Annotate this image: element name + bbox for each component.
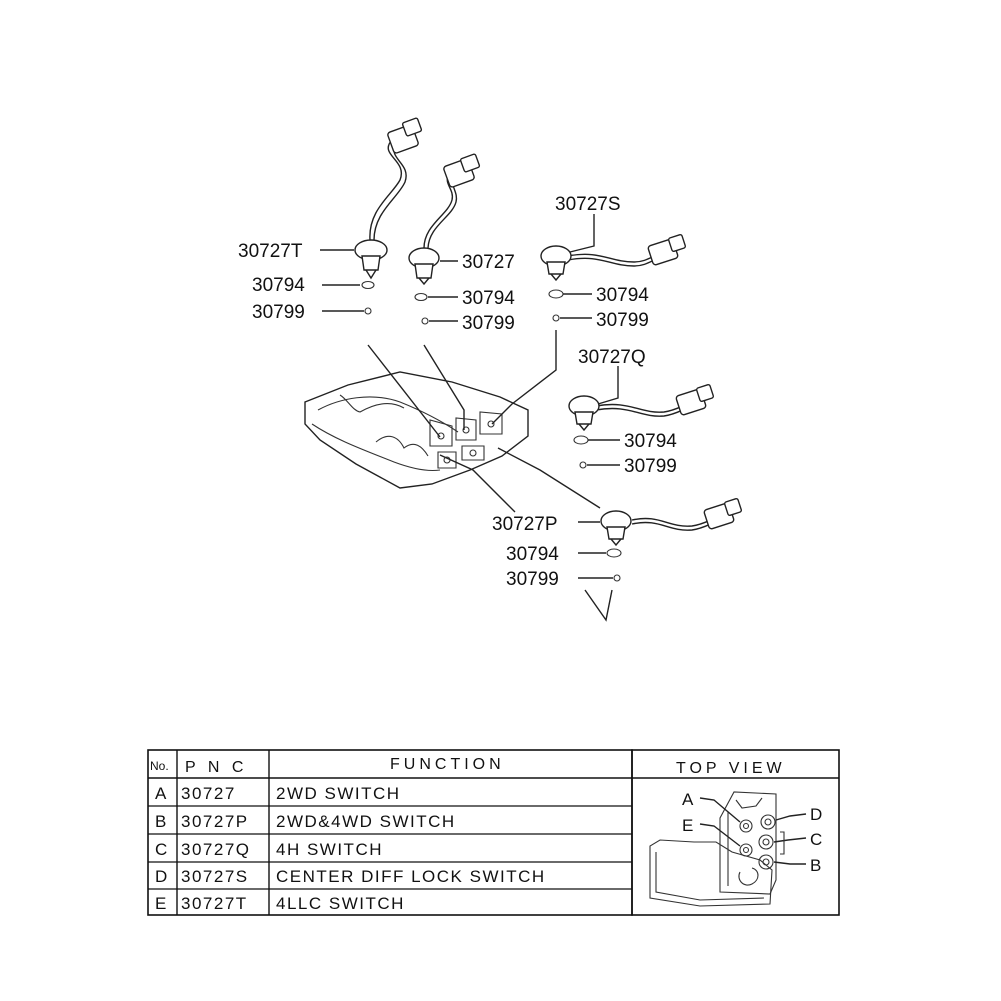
callout-30794-q: 30794 [624,431,677,452]
row-e-pnc: 30727T [181,894,248,913]
row-d-pnc: 30727S [181,867,249,886]
row-a-function: 2WD SWITCH [276,784,401,803]
top-view-label-a: A [682,790,694,809]
header-function: FUNCTION [390,756,505,773]
top-view-label-b: B [810,856,821,875]
callout-30799-a: 30799 [462,313,515,334]
row-b-no: B [155,812,168,831]
switch-30727 [408,153,481,325]
top-view-label-c: C [810,830,822,849]
row-d-function: CENTER DIFF LOCK SWITCH [276,867,546,886]
row-a-no: A [155,784,168,803]
switch-30727S [540,214,687,322]
port-b [758,854,774,870]
row-e-function: 4LLC SWITCH [276,894,405,913]
callout-labels: 30727T 30794 30799 30727 30794 30799 307… [238,194,677,590]
row-b-function: 2WD&4WD SWITCH [276,812,456,831]
callout-30727S: 30727S [555,194,621,215]
callout-30727T: 30727T [238,241,303,262]
port-e [739,843,753,857]
callout-30794-p: 30794 [506,544,559,565]
callout-30727: 30727 [462,252,515,273]
callout-30799-p: 30799 [506,569,559,590]
row-c-pnc: 30727Q [181,840,251,859]
callout-30799-q: 30799 [624,456,677,477]
switch-30727T [320,117,423,315]
port-c [758,834,774,850]
switch-30727Q [568,366,715,469]
row-d-no: D [155,867,169,886]
callout-30794-t: 30794 [252,275,305,296]
top-view-label-e: E [682,816,693,835]
row-c-function: 4H SWITCH [276,840,383,859]
switch-30727P [578,497,743,622]
port-a [739,819,753,833]
header-no: No. [150,759,169,773]
callout-30799-s: 30799 [596,310,649,331]
callout-30727Q: 30727Q [578,347,646,368]
header-pnc: P N C [185,759,247,776]
parts-table: No. P N C FUNCTION A 30727 2WD SWITCH B … [147,749,633,916]
row-a-pnc: 30727 [181,784,236,803]
top-view-label-d: D [810,805,822,824]
callout-30794-s: 30794 [596,285,649,306]
callout-30727P: 30727P [492,514,558,535]
row-c-no: C [155,840,169,859]
transfer-case-housing [304,330,601,513]
callout-30799-t: 30799 [252,302,305,323]
port-d [760,814,776,830]
top-view-title: TOP VIEW [676,760,786,777]
row-b-pnc: 30727P [181,812,249,831]
callout-30794-a: 30794 [462,288,515,309]
row-e-no: E [155,894,168,913]
top-view-panel: TOP VIEW A E D C B [631,749,840,916]
